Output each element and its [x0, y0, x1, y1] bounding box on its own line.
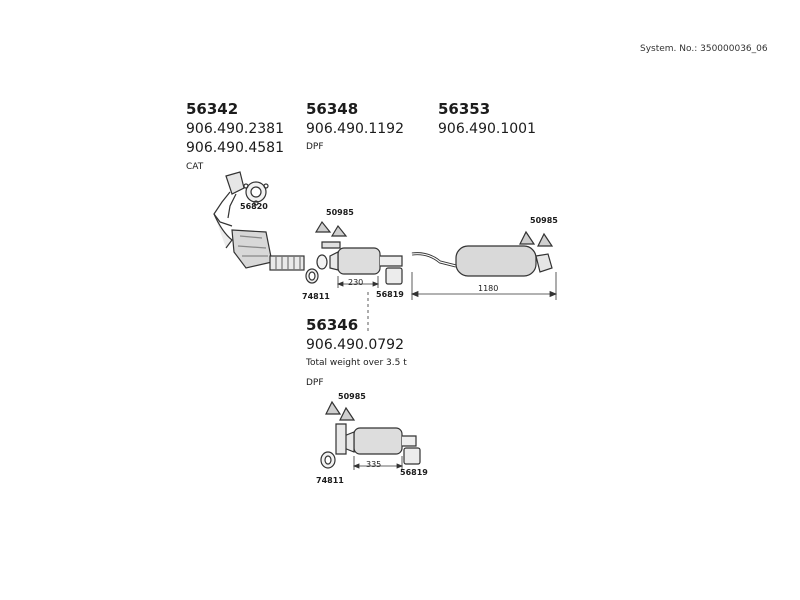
part-number-56342[interactable]: 56342 — [186, 100, 239, 118]
oem-number: 906.490.0792 — [306, 337, 404, 353]
ref-label-50985[interactable]: 50985 — [326, 208, 354, 217]
part-note: CAT — [186, 162, 204, 172]
dimension-label: 230 — [348, 278, 364, 287]
ref-label-56820[interactable]: 56820 — [240, 202, 268, 211]
rear-muffler-56353-drawing[interactable] — [411, 245, 553, 277]
oem-number: 906.490.4581 — [186, 140, 284, 156]
ref-label-56819[interactable]: 56819 — [376, 290, 404, 299]
ref-label-50985[interactable]: 50985 — [530, 216, 558, 225]
oem-number: 906.490.2381 — [186, 121, 284, 137]
part-number-56353[interactable]: 56353 — [438, 100, 491, 118]
dimension-label: 335 — [366, 460, 382, 469]
part-note: DPF — [306, 378, 324, 388]
sleeve-56819-lower-drawing[interactable] — [403, 447, 421, 465]
system-number: System. No.: 350000036_06 — [640, 44, 768, 54]
clamp-74811-lower-drawing[interactable] — [320, 451, 336, 469]
part-note: Total weight over 3.5 t — [306, 358, 407, 368]
dimension-1180-line — [410, 272, 558, 300]
ref-label-56819[interactable]: 56819 — [400, 468, 428, 477]
gasket-56820-drawing[interactable] — [243, 181, 269, 206]
part-number-56346[interactable]: 56346 — [306, 316, 359, 334]
part-note: DPF — [306, 142, 324, 152]
dpf-56346-drawing[interactable] — [335, 423, 417, 455]
ref-label-50985[interactable]: 50985 — [338, 392, 366, 401]
sleeve-56819-drawing[interactable] — [385, 267, 403, 285]
ref-label-74811[interactable]: 74811 — [302, 292, 330, 301]
dimension-label: 1180 — [478, 284, 499, 293]
clamp-set-2-drawing[interactable] — [519, 230, 554, 247]
oem-number: 906.490.1001 — [438, 121, 536, 137]
clamp-set-3-drawing[interactable] — [325, 400, 356, 421]
part-number-56348[interactable]: 56348 — [306, 100, 359, 118]
clamp-set-1-drawing[interactable] — [314, 220, 348, 249]
oem-number: 906.490.1192 — [306, 121, 404, 137]
dimension-335-line — [352, 456, 404, 470]
catalytic-converter-drawing[interactable] — [213, 171, 305, 271]
dpf-56348-drawing[interactable] — [316, 247, 403, 275]
clamp-74811-drawing[interactable] — [305, 268, 319, 284]
dimension-230-line — [336, 276, 380, 288]
ref-label-74811[interactable]: 74811 — [316, 476, 344, 485]
